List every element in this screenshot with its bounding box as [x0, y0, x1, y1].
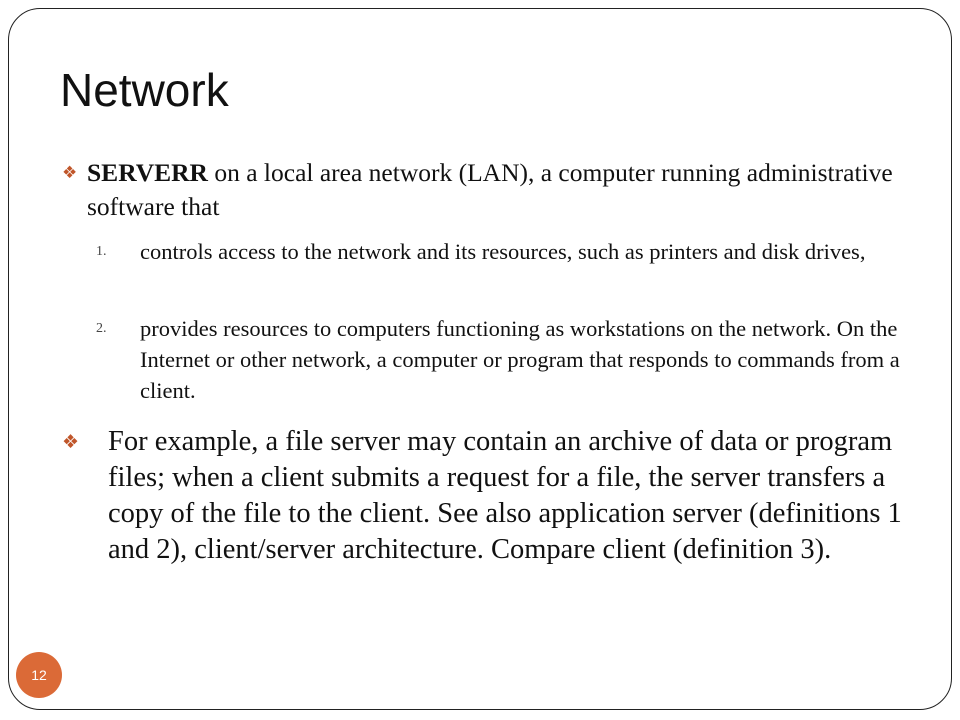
diamond-bullet-icon: ❖	[62, 163, 78, 183]
slide-frame	[8, 8, 952, 710]
list-item-text: controls access to the network and its r…	[140, 239, 866, 264]
slide-title: Network	[60, 64, 229, 116]
bullet-term: SERVERR	[87, 158, 208, 187]
bullet-definition: on a local area network (LAN), a compute…	[87, 158, 893, 221]
list-item-text: provides resources to computers function…	[140, 316, 900, 403]
list-number: 1.	[96, 244, 107, 259]
numbered-item-1: 1. controls access to the network and it…	[96, 236, 936, 267]
bullet-item-server-definition: ❖ SERVERR on a local area network (LAN),…	[62, 156, 902, 224]
bullet-item-example: ❖ For example, a file server may contain…	[62, 424, 902, 568]
page-number-badge: 12	[16, 652, 62, 698]
list-number: 2.	[96, 321, 107, 336]
diamond-bullet-icon: ❖	[62, 431, 80, 453]
bullet-text: For example, a file server may contain a…	[108, 426, 902, 565]
numbered-item-2: 2. provides resources to computers funct…	[96, 313, 936, 406]
bullet-text: SERVERR on a local area network (LAN), a…	[87, 156, 902, 224]
